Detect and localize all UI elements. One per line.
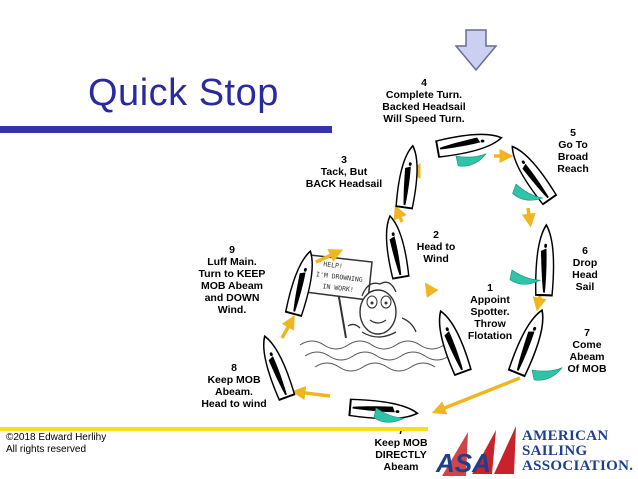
step-text-line: Complete Turn. [385,89,463,101]
step-text-line: Reach [557,163,589,175]
step-number: 9 [229,244,235,256]
sign-line-3: IN WORK! [322,282,354,294]
step-text-line: Keep MOB [207,374,261,386]
asa-sail-stripes-icon [442,426,516,476]
step-text-line: MOB Abeam [200,280,264,292]
step-text-line: Wind. [217,304,247,316]
arrow-1-to-2 [424,282,439,298]
step-number: 6 [582,245,588,257]
step-2-label: 2 Head to Wind [410,229,462,265]
arrow-7b-to-8 [291,386,331,400]
step-text-line: DIRECTLY [375,449,427,461]
copyright-line: ©2018 Edward Herlihy [6,432,107,443]
step-6-label: 6 Drop Head Sail [561,245,609,293]
step-text-line: Go To [558,139,588,151]
wind-direction-arrow-icon [454,29,498,72]
step-text-line: Head [572,269,598,281]
step-text-line: Throw [474,318,506,330]
copyright-notice: ©2018 Edward Herlihy All rights reserved [6,432,106,456]
step-text-line: Keep MOB [374,437,428,449]
rights-line: All rights reserved [6,444,87,455]
step-text-line: Spotter. [470,306,510,318]
boat-position-2 [380,213,411,280]
arrow-8-to-9 [280,315,295,339]
arrow-7-to-7b [431,376,521,415]
man-overboard-cartoon [299,254,450,372]
step-text-line: Tack, But [320,166,368,178]
logo-word-american: AMERICAN [522,428,609,444]
boat-position-7b [348,397,420,427]
step-text-line: Backed Headsail [382,101,466,113]
step-text-line: and DOWN [204,292,260,304]
arrow-9-to-2 [315,249,344,264]
step-text-line: Turn to KEEP [198,268,266,280]
step-text-line: BACK Headsail [305,178,383,190]
asa-logo: ASA AMERICAN SAILING ASSOCIATION. [432,424,636,478]
step-5-label: 5 Go To Broad Reach [547,127,599,175]
step-text-line: Flotation [467,330,513,342]
bottom-accent-bar [0,427,428,431]
step-text-line: Abeam [383,461,419,473]
step-text-line: Abeam [569,351,605,363]
step-text-line: Come [572,339,602,351]
arrow-6-to-7 [532,295,547,312]
asa-letters: ASA [436,448,491,478]
sign-line-1: HELP! [323,260,343,270]
logo-word-association: ASSOCIATION. [522,458,634,474]
page-title: Quick Stop [88,72,279,114]
step-9-label: 9 Luff Main. Turn to KEEP MOB Abeam and … [192,244,272,316]
step-number: 8 [231,362,237,374]
step-text-line: Head to [416,241,456,253]
step-8-label: 8 Keep MOB Abeam. Head to wind [194,362,274,410]
step-3-label: 3 Tack, But BACK Headsail [300,154,388,190]
step-text-line: Luff Main. [207,256,257,268]
logo-word-sailing: SAILING [522,443,588,459]
boat-position-4 [435,128,504,169]
step-text-line: Of MOB [567,363,607,375]
title-underline-bar [0,126,332,133]
step-text-line: Drop [572,257,598,269]
course-arrows [280,149,547,415]
step-number: 1 [487,282,493,294]
step-text-line: Sail [575,281,595,293]
step-text-line: Head to wind [201,398,267,410]
step-number: 7 [584,327,590,339]
boat-position-3 [394,143,423,210]
arrow-5-to-6 [521,207,536,228]
step-7b-label: 7 Keep MOB DIRECTLY Abeam [366,425,436,473]
step-4-label: 4 Complete Turn. Backed Headsail Will Sp… [372,77,476,125]
step-number: 3 [341,154,347,166]
step-text-line: Appoint [470,294,510,306]
step-number: 5 [570,127,576,139]
step-1-label: 1 Appoint Spotter. Throw Flotation [460,282,520,342]
step-text-line: Will Speed Turn. [383,113,465,125]
step-number: 2 [433,229,439,241]
step-number: 7 [398,425,404,437]
step-text-line: Broad [557,151,589,163]
step-7-label: 7 Come Abeam Of MOB [561,327,613,375]
arrow-2-to-3 [393,204,407,223]
step-number: 4 [421,77,427,89]
step-text-line: Wind [423,253,449,265]
step-text-line: Abeam. [215,386,253,398]
